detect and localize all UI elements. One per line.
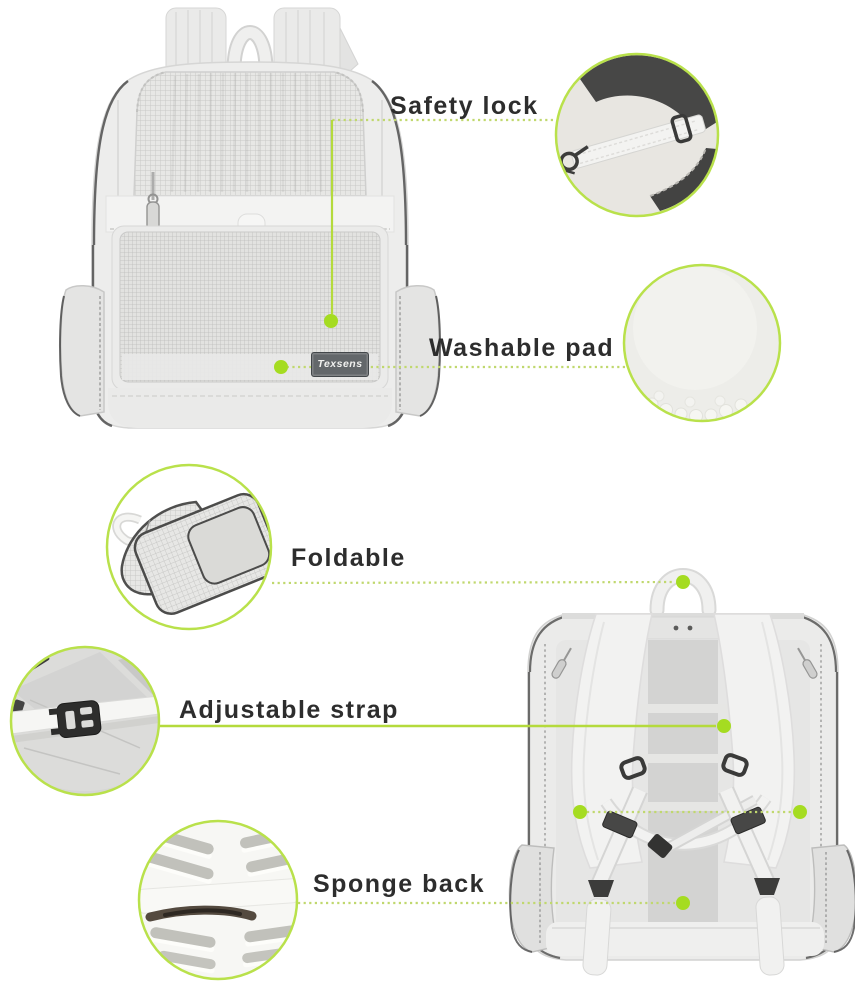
sponge-back-label: Sponge back [313, 870, 486, 898]
adjustable-strap-detail-circle [9, 645, 161, 797]
back-webbing [582, 753, 785, 976]
front-bottom-band [108, 388, 392, 428]
foldable-label: Foldable [291, 544, 406, 572]
front-view-photo [59, 7, 441, 429]
adjustable-strap-anchor-dot [717, 719, 731, 733]
adjustable-strap-label: Adjustable strap [179, 696, 399, 724]
foldable-detail-circle [105, 463, 273, 631]
back-zipper-pulls [551, 647, 818, 679]
washable-pad-detail-circle [622, 263, 782, 423]
brand-label: Texsens [311, 352, 369, 377]
washable-pad-label: Washable pad [429, 334, 615, 362]
back-bottom-band [546, 922, 824, 956]
washable-pad-anchor-dot [274, 360, 288, 374]
front-left-pocket [59, 285, 105, 417]
callout-lines [160, 118, 807, 910]
foldable-anchor-dot [676, 575, 690, 589]
sponge-back-detail-circle [137, 819, 299, 981]
front-right-pocket [395, 285, 441, 417]
strap-span-dot-right [793, 805, 807, 819]
back-side-pockets [508, 844, 855, 953]
sponge-back-anchor-dot [676, 896, 690, 910]
safety-lock-label: Safety lock [390, 92, 539, 120]
front-mesh-window [111, 225, 389, 391]
safety-lock-anchor-dot [324, 314, 338, 328]
front-handle [226, 25, 274, 78]
back-view-photo [508, 568, 855, 976]
strap-span-dot-left [573, 805, 587, 819]
safety-lock-detail-circle [554, 52, 720, 218]
foldable-dotted-line [271, 580, 676, 585]
